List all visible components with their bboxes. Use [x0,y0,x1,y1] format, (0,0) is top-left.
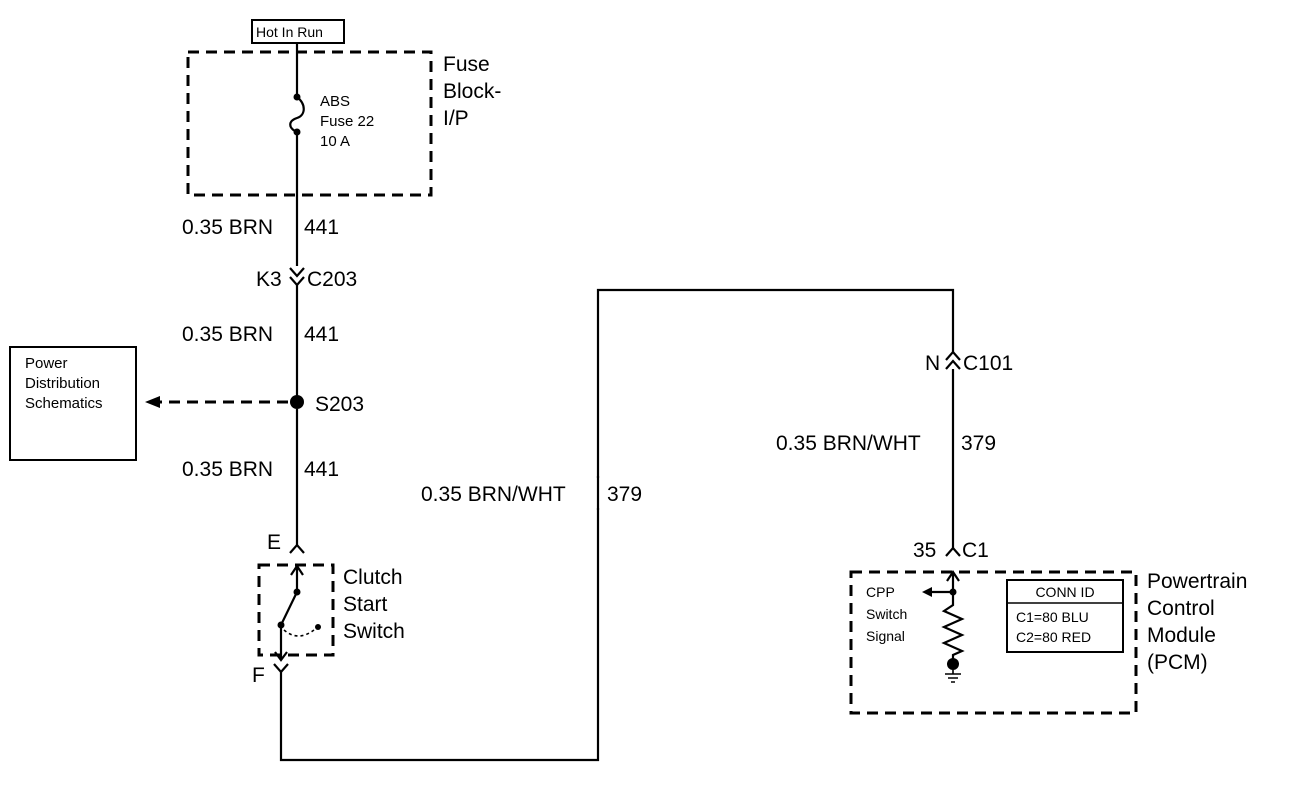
conn-id-table [1006,579,1124,653]
wire-441-gauge-2: 0.35 BRN [182,323,273,346]
fuse-label-2: Fuse 22 [320,113,374,130]
clutch-switch-label-1: Clutch [343,566,403,589]
cpp-signal-label-3: Signal [866,628,905,644]
wire-379-circuit-right: 379 [961,432,996,455]
wire-441-gauge-3: 0.35 BRN [182,458,273,481]
clutch-switch-arrow-bottom [274,625,288,662]
cpp-signal-label-1: CPP [866,584,895,600]
s203-splice [290,395,304,409]
conn-id-title: CONN ID [1035,584,1094,600]
clutch-switch-arrow-top [290,564,304,592]
wire-441-circuit-3: 441 [304,458,339,481]
clutch-switch-outline [257,563,335,657]
c203-connector-symbol [289,267,305,287]
pcm-ground-symbol [945,670,961,683]
pcm-connector-label: C1 [962,539,989,562]
power-distribution-label-2: Distribution [25,375,100,392]
fuse-block-label-1: Fuse [443,53,490,76]
conn-id-c2: C2=80 RED [1016,629,1091,645]
clutch-switch-terminal-f [273,663,289,674]
pcm-pullup-resistor [941,592,965,660]
pcm-terminal [945,546,961,557]
wire-441-gauge-1: 0.35 BRN [182,216,273,239]
clutch-switch-actuator-path [283,629,315,637]
fuse-symbol [289,96,305,134]
clutch-switch-pin-e: E [267,531,281,554]
clutch-switch-label-3: Switch [343,620,405,643]
fuse-label-1: ABS [320,93,350,110]
clutch-switch-label-2: Start [343,593,388,616]
c101-pin-label: N [925,352,940,375]
c101-name-label: C101 [963,352,1013,375]
c203-name-label: C203 [307,268,357,291]
pcm-label-2: Control [1147,597,1215,620]
wire-379-run [279,288,955,762]
pcm-label-1: Powertrain [1147,570,1247,593]
clutch-switch-contact-open [315,624,321,630]
wire-441-circuit-1: 441 [304,216,339,239]
clutch-switch-terminal-e [289,543,305,554]
power-distribution-box [9,346,137,461]
fuse-block-label-3: I/P [443,107,469,130]
clutch-switch-pin-f: F [252,664,265,687]
pcm-ground-node [947,658,959,670]
conn-id-c1: C1=80 BLU [1016,609,1089,625]
fuse-block-label-2: Block- [443,80,501,103]
pcm-outline [849,570,1138,715]
hot-in-run-label: Hot In Run [256,24,323,40]
power-distribution-label-3: Schematics [25,395,103,412]
wire-379-gauge-left: 0.35 BRN/WHT [421,483,566,506]
c101-connector-symbol [945,350,961,370]
cpp-signal-label-2: Switch [866,606,907,622]
clutch-switch-blade [280,591,298,626]
s203-label: S203 [315,393,364,416]
fuse-label-3: 10 A [320,133,350,150]
cpp-signal-arrowhead [922,587,932,597]
pcm-label-3: Module [1147,624,1216,647]
fuse-block-outline [186,50,433,197]
wire-379-gauge-right: 0.35 BRN/WHT [776,432,921,455]
pcm-pin-label: 35 [913,539,936,562]
wire-441-circuit-2: 441 [304,323,339,346]
pcm-label-4: (PCM) [1147,651,1208,674]
power-distribution-label-1: Power [25,355,68,372]
power-distribution-arrowhead [145,396,160,408]
c203-pin-label: K3 [256,268,282,291]
wire-379-circuit-left: 379 [607,483,642,506]
